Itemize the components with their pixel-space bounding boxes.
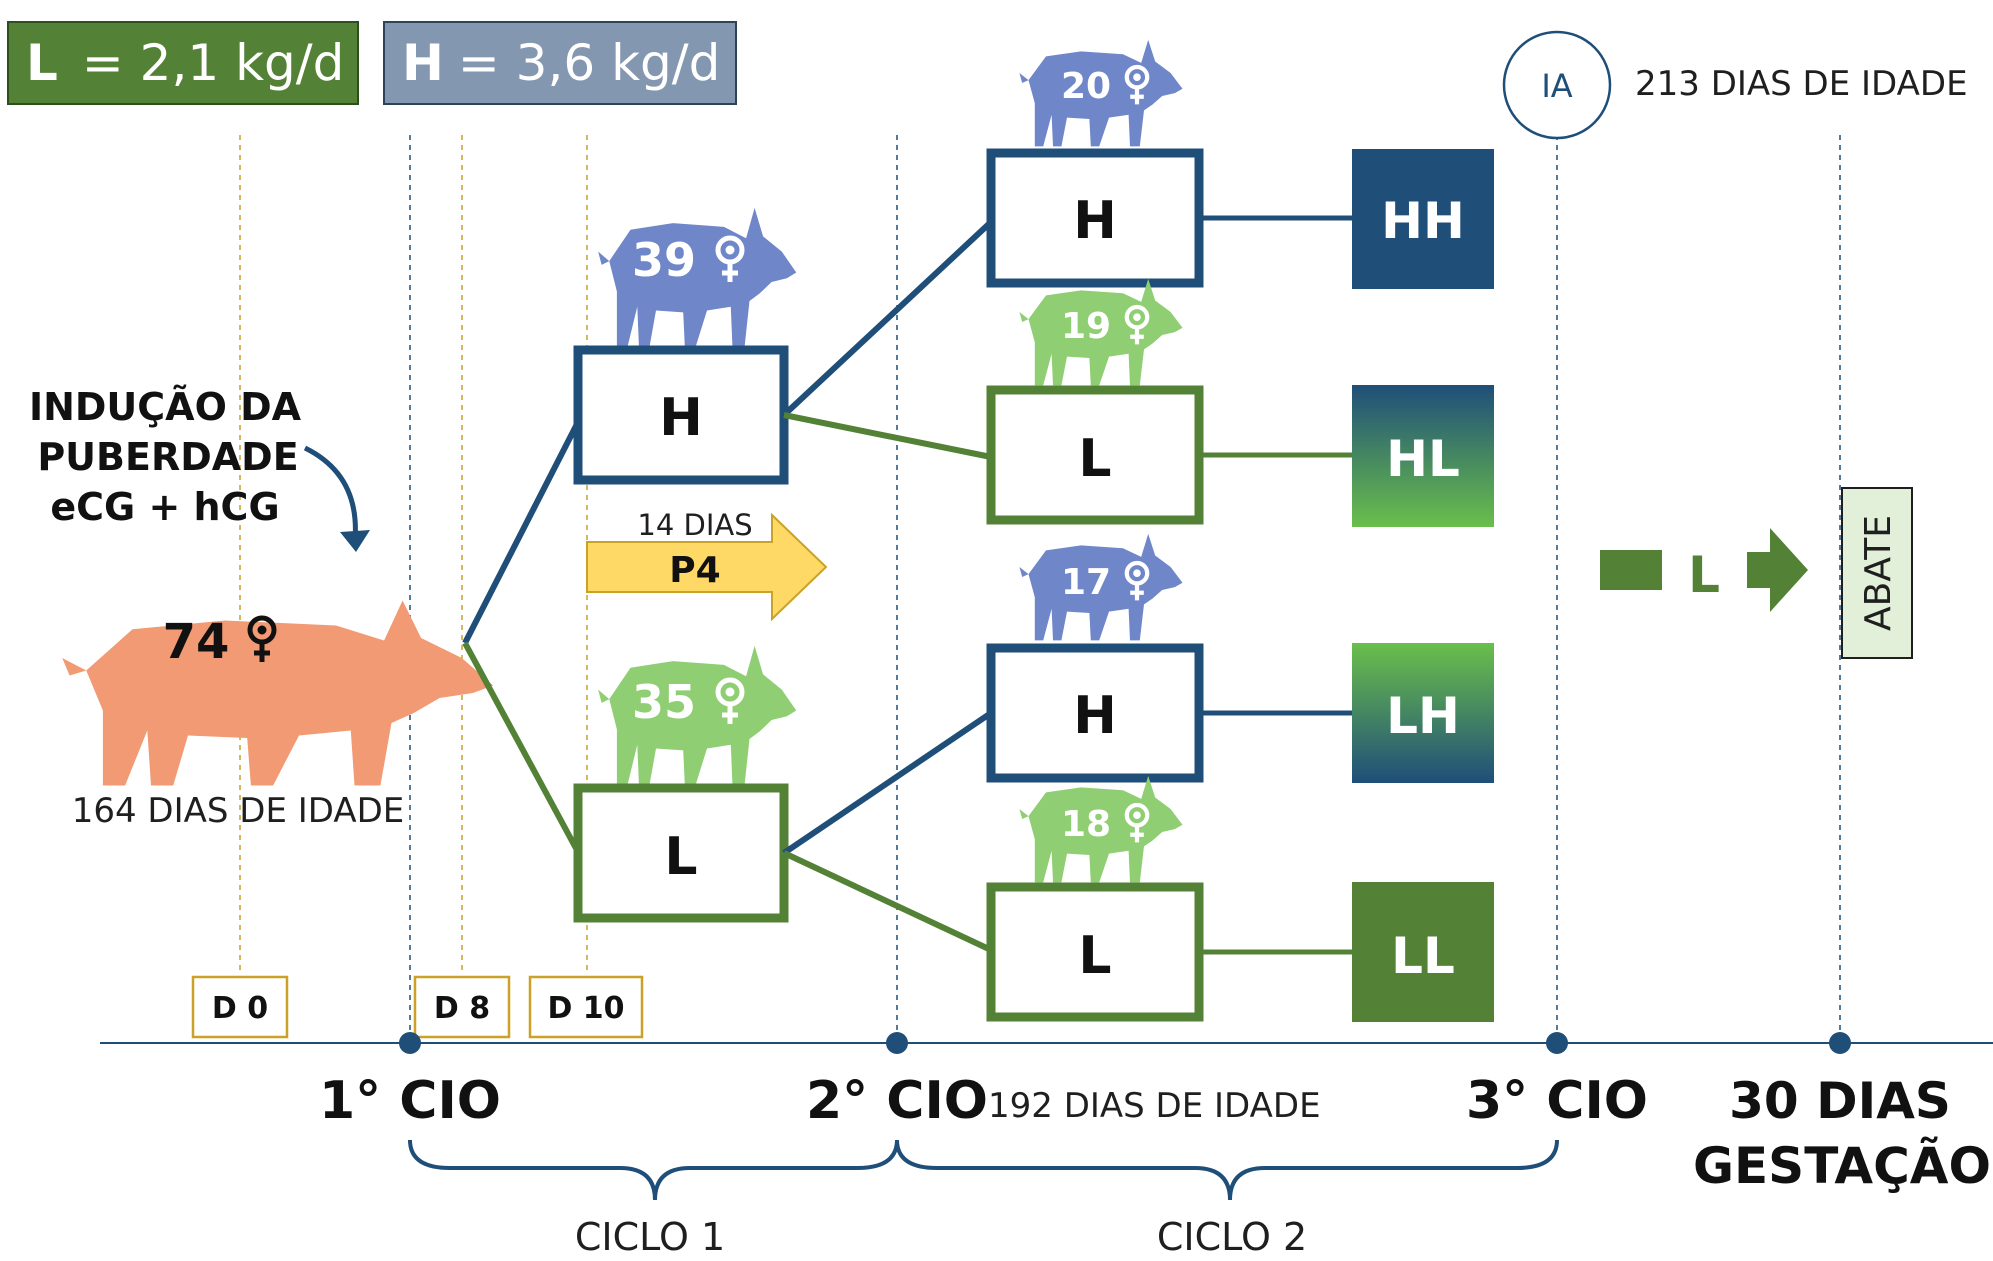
start-pig: 74 bbox=[62, 600, 494, 786]
p4-days: 14 DIAS bbox=[637, 508, 752, 542]
legend-high-letter: H bbox=[402, 34, 444, 92]
cycle1-h-box bbox=[573, 345, 789, 485]
cycle2-l-box-upper bbox=[986, 385, 1204, 525]
cycle2-hl-count: 19 bbox=[1061, 306, 1111, 347]
day-marker-d10 bbox=[528, 975, 644, 1039]
cycle2-h-label-top: H bbox=[1073, 191, 1117, 251]
cycle1-h-count: 39 bbox=[632, 233, 696, 287]
branch-to-l1 bbox=[462, 641, 581, 854]
cycle2-hh-count: 20 bbox=[1061, 66, 1111, 107]
day-marker-d0-label: D 0 bbox=[212, 991, 268, 1026]
induction-line3: eCG + hCG bbox=[50, 485, 279, 529]
legend-low-letter: L bbox=[26, 34, 58, 92]
branch-l-to-lh bbox=[782, 710, 993, 856]
cycle2-l-box-lower bbox=[986, 882, 1204, 1022]
branch-l-to-ll bbox=[782, 850, 993, 953]
start-age: 164 DIAS DE IDADE bbox=[72, 791, 405, 831]
cycle1-l-label: L bbox=[664, 827, 697, 887]
cycle2-hl-group: 19 L HL bbox=[986, 278, 1494, 527]
timeline-dot-estrus1 bbox=[399, 1032, 421, 1054]
induction-line1: INDUÇÃO DA bbox=[29, 385, 302, 429]
ia-label: IA bbox=[1541, 67, 1572, 105]
post-diet-arrow bbox=[1747, 528, 1808, 612]
result-hh-box bbox=[1352, 149, 1494, 289]
estrus1-label: 1° CIO bbox=[319, 1071, 501, 1131]
cycle2-brace bbox=[895, 1139, 1559, 1201]
legend-high-rate: = 3,6 kg/d bbox=[442, 34, 720, 92]
ia-circle bbox=[1502, 30, 1612, 140]
day-marker-d8-label: D 8 bbox=[434, 991, 490, 1026]
abate-box: ABATE bbox=[1841, 487, 1913, 659]
result-lh-label: LH bbox=[1386, 687, 1460, 745]
ia-marker: IA bbox=[1502, 30, 1612, 140]
post-diet-bar bbox=[1600, 550, 1662, 590]
post-ia-diet: L bbox=[1600, 528, 1808, 612]
estrus3-label: 3° CIO bbox=[1466, 1071, 1648, 1131]
cycle2-ll-group: 18 L LL bbox=[986, 775, 1494, 1022]
abate-rect bbox=[1841, 487, 1913, 659]
induction-line2: PUBERDADE bbox=[37, 435, 298, 479]
branch-to-h1 bbox=[462, 420, 581, 645]
p4-treatment: 14 DIAS P4 bbox=[586, 508, 828, 622]
cycle1-l-group: 35 L bbox=[573, 645, 797, 923]
cycle1-h-label: H bbox=[659, 388, 703, 448]
day-marker-d8 bbox=[413, 975, 511, 1039]
legend-low-diet: L = 2,1 kg/d bbox=[7, 21, 359, 105]
ia-age: 213 DIAS DE IDADE bbox=[1635, 64, 1968, 104]
gestation-line2: GESTAÇÃO bbox=[1693, 1136, 1991, 1195]
cycle2-h-box-top bbox=[986, 148, 1204, 288]
cycle1-label: CICLO 1 bbox=[575, 1215, 725, 1259]
cycle2-lh-count: 17 bbox=[1061, 562, 1111, 603]
gestation-line1: 30 DIAS bbox=[1729, 1072, 1951, 1130]
cycle2-h-label-lower: H bbox=[1073, 686, 1117, 746]
day-marker-d10-label: D 10 bbox=[547, 991, 624, 1026]
cycle2-l-label-lower: L bbox=[1078, 926, 1111, 986]
cycle1-l-count: 35 bbox=[632, 675, 696, 729]
start-pig-count: 74 bbox=[163, 614, 230, 670]
abate-label: ABATE bbox=[1858, 515, 1899, 631]
legend-low-rate: = 2,1 kg/d bbox=[66, 34, 344, 92]
result-ll-label: LL bbox=[1391, 927, 1455, 985]
estrus2-label: 2° CIO bbox=[806, 1071, 988, 1131]
day-markers: D 0 D 8 D 10 bbox=[191, 975, 644, 1039]
induction-label: INDUÇÃO DA PUBERDADE eCG + hCG bbox=[29, 385, 302, 529]
induction-arrow bbox=[303, 445, 358, 541]
cycle2-hh-group: 20 H HH bbox=[986, 39, 1494, 289]
result-lh-box bbox=[1352, 643, 1494, 783]
result-ll-box bbox=[1352, 882, 1494, 1022]
cycle1-h-group: 39 H bbox=[573, 207, 797, 485]
cycle1-brace bbox=[408, 1139, 899, 1201]
induction-arrow-head bbox=[340, 530, 370, 552]
cycle2-l-label-upper: L bbox=[1078, 429, 1111, 489]
day-marker-d0 bbox=[191, 975, 289, 1039]
estrus2-age: 192 DIAS DE IDADE bbox=[988, 1086, 1321, 1126]
cycle2-lh-group: 17 H LH bbox=[986, 533, 1494, 783]
result-hh-label: HH bbox=[1381, 192, 1465, 250]
cycle2-ll-count: 18 bbox=[1061, 804, 1111, 845]
post-diet-label: L bbox=[1688, 546, 1720, 604]
result-hl-box bbox=[1352, 385, 1494, 527]
branch-h-to-hh bbox=[781, 219, 994, 418]
result-hl-label: HL bbox=[1386, 430, 1460, 488]
legend-high-diet: H = 3,6 kg/d bbox=[383, 21, 737, 105]
timeline-dot-gestation bbox=[1829, 1032, 1851, 1054]
p4-label: P4 bbox=[669, 550, 720, 591]
branch-h-to-hl bbox=[783, 412, 992, 460]
timeline-dot-estrus2 bbox=[886, 1032, 908, 1054]
p4-arrow bbox=[586, 512, 828, 622]
timeline-dot-estrus3 bbox=[1546, 1032, 1568, 1054]
cycle2-label: CICLO 2 bbox=[1157, 1215, 1307, 1259]
